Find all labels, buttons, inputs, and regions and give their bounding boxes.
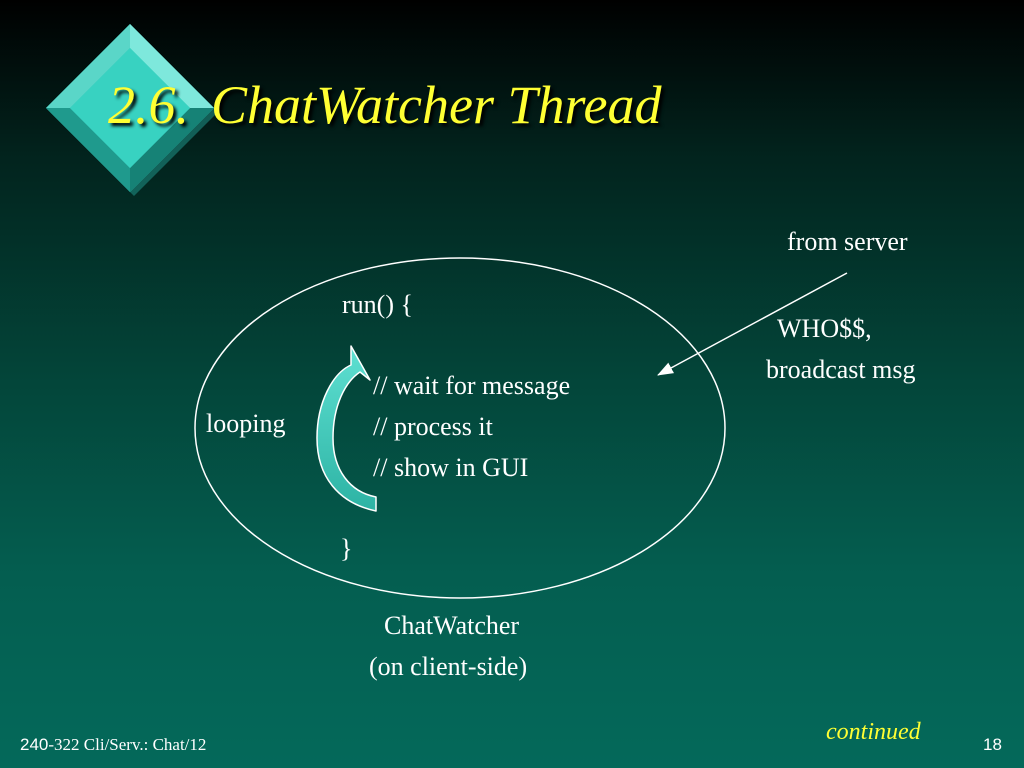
footer-course: 240-322 Cli/Serv.: Chat/12	[20, 735, 206, 755]
footer-course-rest: -322 Cli/Serv.: Chat/12	[48, 735, 207, 754]
caption-client-side: (on client-side)	[369, 652, 528, 681]
code-line-process: // process it	[373, 412, 493, 441]
title-number: 2.6.	[108, 75, 189, 135]
slide-title: 2.6. ChatWatcher Thread	[108, 78, 662, 132]
code-open: run() {	[342, 290, 413, 319]
diamond-bullet-icon	[46, 24, 218, 196]
code-close: }	[340, 534, 353, 563]
footer-course-number: 240	[20, 735, 49, 754]
curved-loop-arrow-icon	[316, 345, 377, 512]
from-server-label: from server	[787, 227, 908, 256]
page-number: 18	[983, 735, 1002, 754]
code-line-show: // show in GUI	[373, 453, 529, 482]
title-text: ChatWatcher Thread	[211, 75, 662, 135]
from-server-arrow	[657, 272, 848, 376]
message-desc-label: broadcast msg	[766, 355, 916, 384]
continued-label: continued	[826, 719, 921, 745]
looping-label: looping	[206, 409, 286, 438]
chatwatcher-ellipse	[194, 257, 726, 599]
code-line-wait: // wait for message	[373, 371, 571, 400]
caption-chatwatcher: ChatWatcher	[384, 611, 520, 640]
message-type-label: WHO$$,	[777, 314, 872, 343]
